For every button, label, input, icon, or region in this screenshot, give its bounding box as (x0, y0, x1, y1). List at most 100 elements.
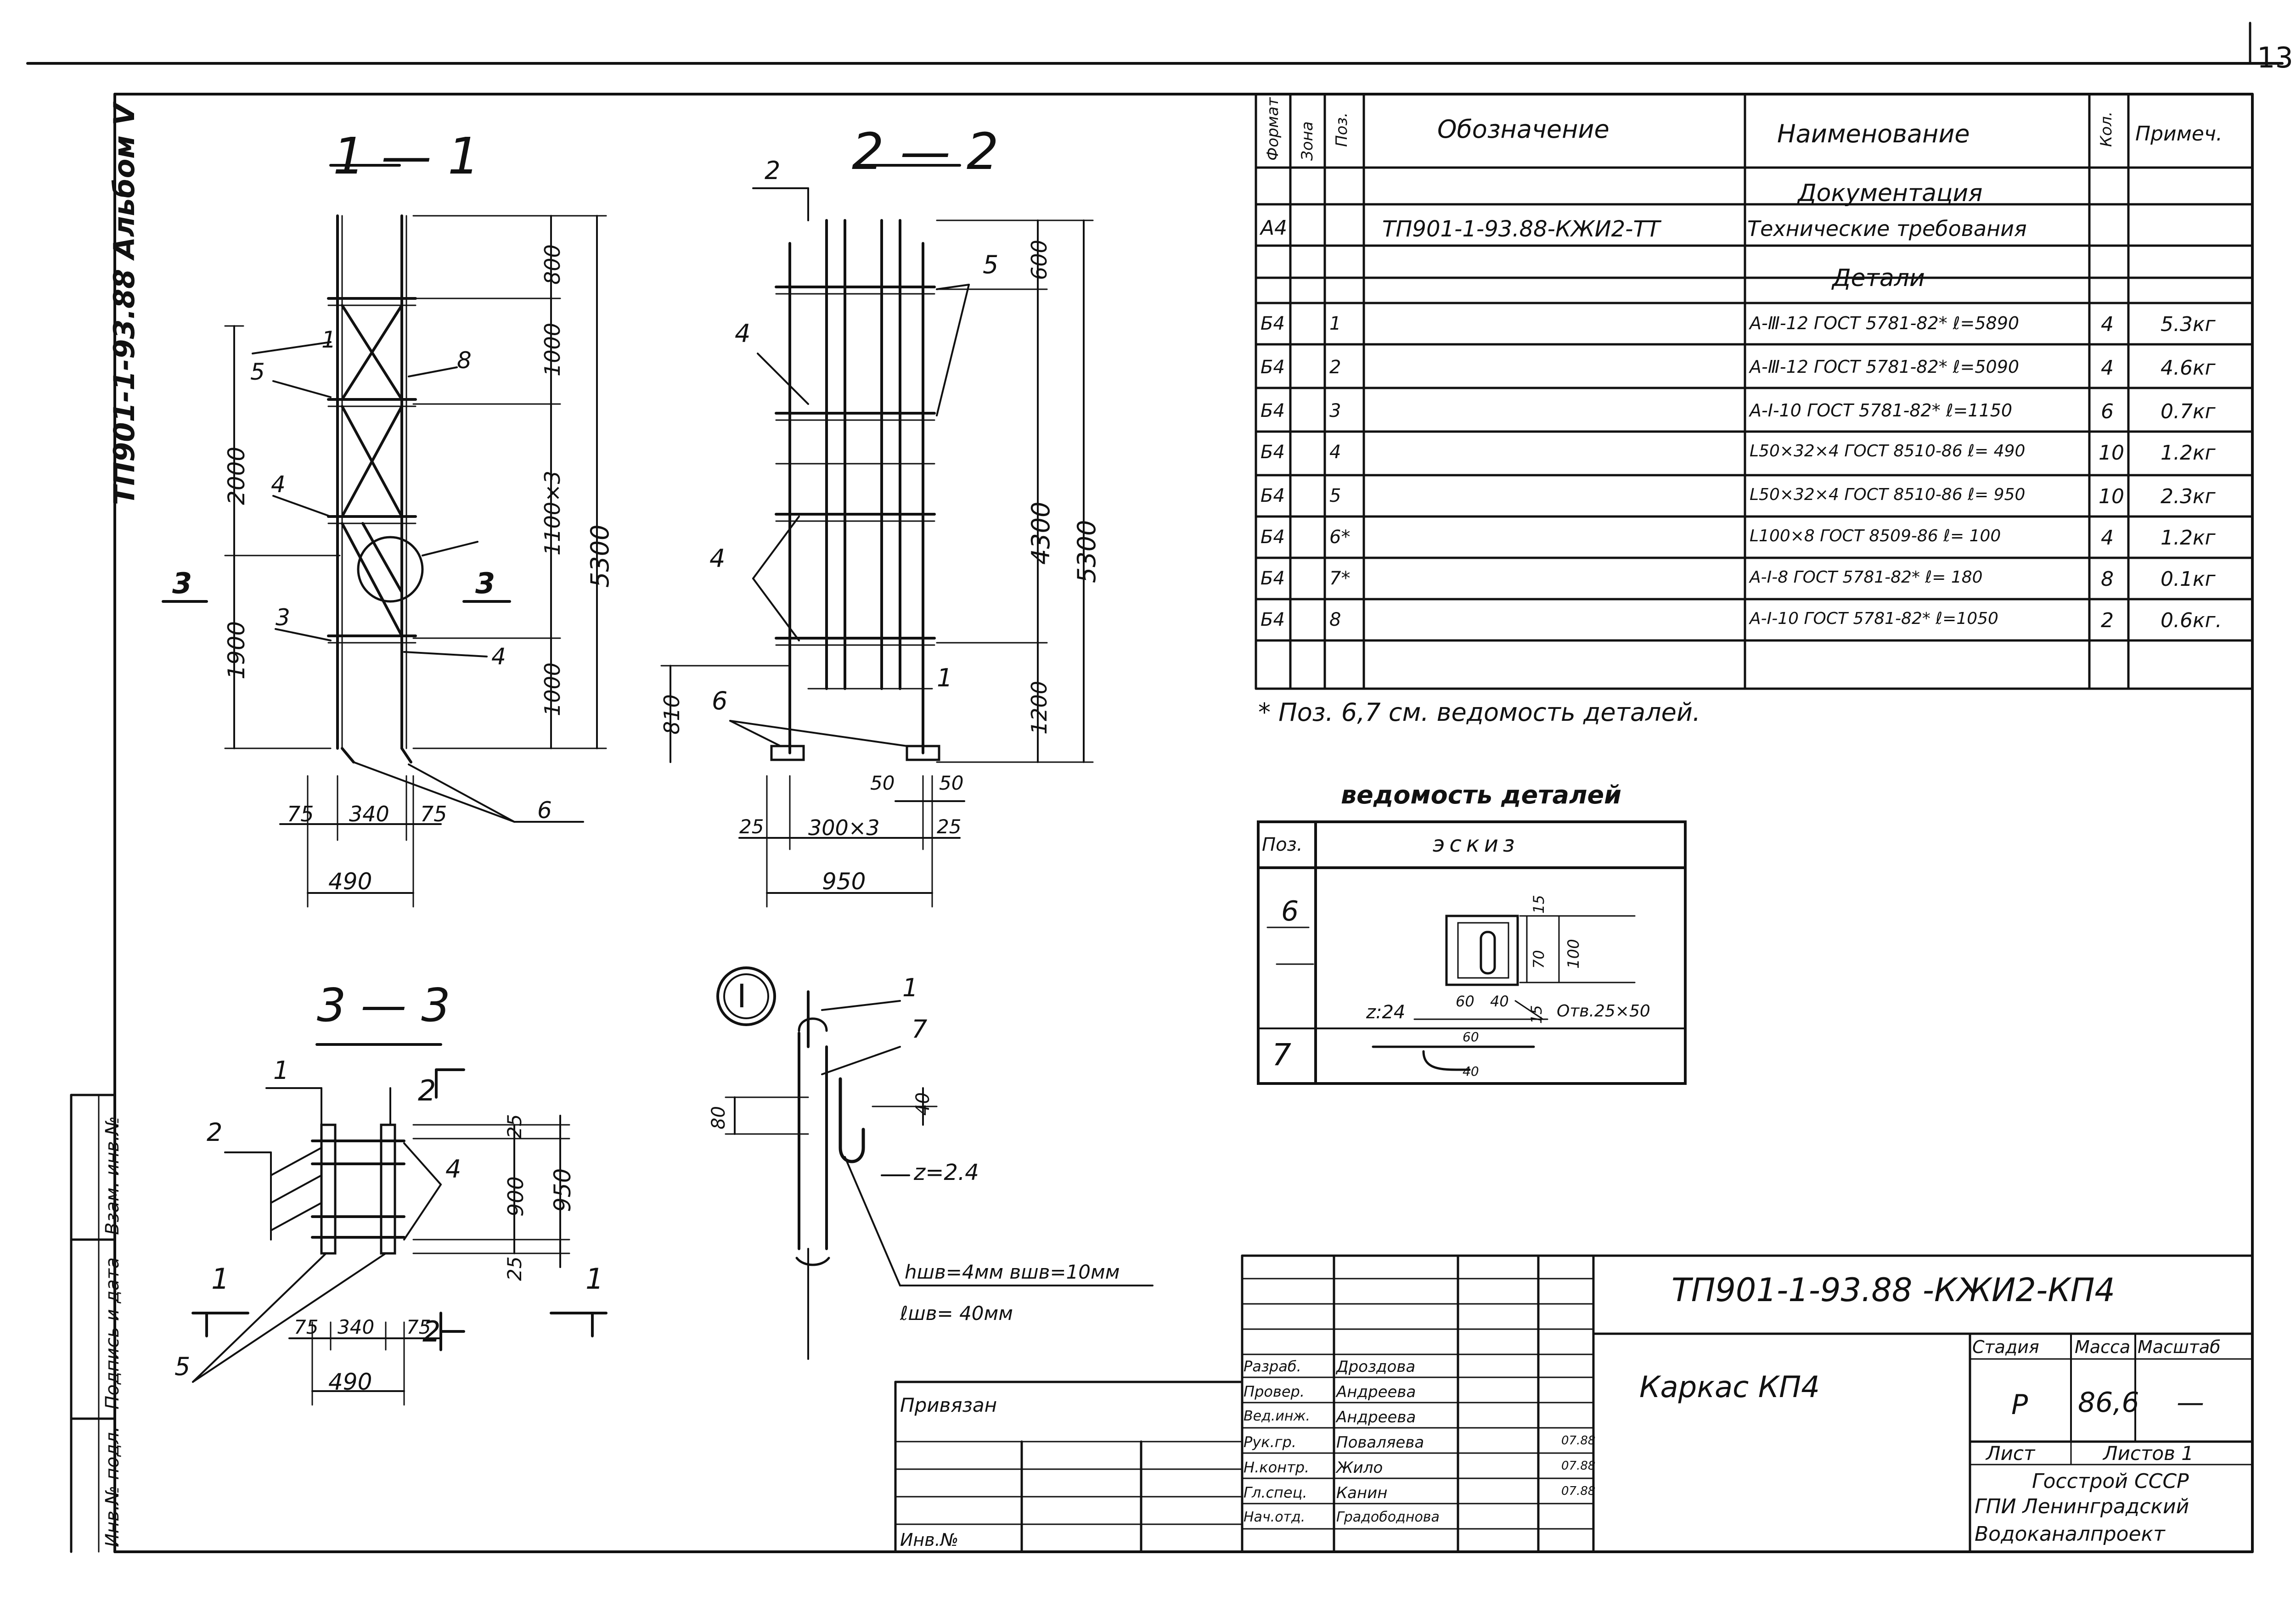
titleblock-person: Андреева (1336, 1408, 1416, 1426)
titleblock-grid (894, 1254, 2254, 1553)
parts-list-header-sketch: эскиз (1433, 831, 1519, 857)
spec-row-note: 0.1кг (2161, 567, 2216, 591)
spec-footnote: * Поз. 6,7 см. ведомость деталей. (1258, 698, 1701, 727)
section-3-3-title: 3 — 3 (317, 978, 450, 1032)
dim-text: 25 (503, 1256, 526, 1281)
spec-row-format: Б4 (1261, 313, 1285, 334)
spec-header-zone: Зона (1298, 121, 1317, 161)
spec-row-name: А-Ⅰ-10 ГОСТ 5781-82* ℓ=1050 (1750, 609, 1998, 628)
spec-row-format: Б4 (1261, 400, 1285, 421)
dim-text: 1100×3 (540, 471, 565, 556)
titleblock-org-1: Госстрой СССР (2032, 1470, 2189, 1493)
dim-text: 40 (912, 1092, 934, 1116)
dim-text: 5300 (585, 524, 614, 588)
margin-stamp-grid (70, 1094, 116, 1553)
parts-list-grid (1257, 820, 1687, 1085)
titleblock-name: Каркас КП4 (1639, 1370, 1820, 1404)
section-mark: 5 (174, 1352, 191, 1381)
titleblock-person: Градободнова (1336, 1509, 1440, 1525)
titleblock-mass-header: Масса (2075, 1337, 2131, 1357)
spec-header-pos: Поз. (1333, 112, 1351, 147)
dim-text: 1000 (540, 662, 565, 716)
dim-text: 5300 (1072, 520, 1101, 583)
dim-text: Отв.25×50 (1557, 1002, 1650, 1021)
detail-mark: 7 (912, 1015, 928, 1044)
titleblock-org-3: Водоканалпроект (1975, 1522, 2165, 1546)
dim-text: 40 (1463, 1064, 1479, 1079)
section-mark: 4 (491, 643, 506, 670)
dim-text: 25 (937, 815, 962, 838)
titleblock-role: Н.контр. (1244, 1459, 1310, 1476)
dim-text: 75 (287, 802, 314, 826)
spec-row-name: L100×8 ГОСТ 8509-86 ℓ= 100 (1750, 527, 2001, 545)
spec-row-name: А-Ⅰ-10 ГОСТ 5781-82* ℓ=1150 (1750, 400, 2013, 421)
spec-row-qty: 4 (2101, 356, 2114, 380)
spec-row-qty: 4 (2101, 526, 2114, 550)
titleblock-role: Провер. (1244, 1383, 1305, 1400)
spec-row-format: Б4 (1261, 357, 1285, 378)
parts-list-pos-7: 7 (1272, 1037, 1291, 1072)
section-1-1-title: 1 — 1 (333, 127, 480, 185)
dim-text: 25 (503, 1114, 526, 1139)
titleblock-date: 07.88 (1561, 1459, 1596, 1473)
dim-text: 1200 (1027, 680, 1052, 735)
section-mark: 6 (537, 797, 552, 824)
titleblock-privyazan: Привязан (900, 1394, 997, 1416)
spec-row-format: Б4 (1261, 527, 1285, 548)
spec-row-format: Б4 (1261, 442, 1285, 463)
dim-text: 340 (338, 1316, 375, 1338)
titleblock-stage-header: Стадия (1972, 1337, 2039, 1357)
dim-text: 25 (739, 815, 764, 838)
spec-row-pos: 8 (1329, 609, 1341, 630)
spec-row-name: А-Ⅰ-8 ГОСТ 5781-82* ℓ= 180 (1750, 568, 1983, 587)
spec-row-format: Б4 (1261, 485, 1285, 506)
dim-text: 340 (349, 802, 389, 826)
titleblock-role: Вед.инж. (1244, 1408, 1310, 1424)
spec-table-grid (1255, 93, 2254, 690)
titleblock-person: Жило (1336, 1459, 1383, 1477)
section-2-2-title: 2 — 2 (852, 122, 999, 181)
section-mark: 8 (457, 347, 472, 374)
parts-list-pos-6: 6 (1281, 895, 1299, 927)
spec-row-note: 4.6кг (2161, 356, 2216, 380)
titleblock-scale-header: Масштаб (2138, 1337, 2221, 1357)
spec-row-qty: 4 (2101, 313, 2114, 336)
dim-text: 100 (1564, 939, 1583, 969)
spec-header-name: Наименование (1777, 119, 1970, 148)
section-mark: 1 (273, 1056, 289, 1085)
section-mark: 1 (211, 1262, 230, 1296)
dim-text: 900 (503, 1176, 528, 1217)
section-mark: 1 (585, 1262, 604, 1296)
section-mark: 1 (321, 326, 336, 353)
dim-text: 800 (540, 244, 565, 285)
spec-row-name: L50×32×4 ГОСТ 8510-86 ℓ= 490 (1750, 442, 2026, 460)
dim-text: 1000 (540, 322, 565, 376)
spec-row-name: L50×32×4 ГОСТ 8510-86 ℓ= 950 (1750, 485, 2026, 504)
section-mark: 2 (422, 1315, 441, 1348)
section-mark: 3 (172, 567, 192, 600)
spec-row-pos: 5 (1329, 485, 1341, 506)
spec-row-qty: 10 (2099, 485, 2124, 508)
dim-text: 75 (420, 802, 447, 826)
spec-row-name: А-Ⅲ-12 ГОСТ 5781-82* ℓ=5890 (1750, 313, 2020, 333)
dim-text: 300×3 (808, 815, 880, 840)
dim-text: 75 (294, 1316, 319, 1338)
spec-header-format: Формат (1264, 97, 1282, 161)
spec-row-pos: 7* (1329, 568, 1351, 589)
dim-text: 15 (1528, 1005, 1545, 1024)
spec-section-parts: Детали (1832, 264, 1925, 292)
dim-text: 75 (406, 1316, 431, 1338)
parts-list-header-pos: Поз. (1262, 834, 1303, 855)
dim-text: 2000 (223, 446, 250, 505)
spec-row-note: 1.2кг (2161, 526, 2216, 550)
titleblock-org-2: ГПИ Ленинградский (1975, 1495, 2189, 1518)
spec-row-note: 0.7кг (2161, 400, 2216, 423)
section-mark: 5 (250, 359, 265, 385)
titleblock-role: Гл.спец. (1244, 1484, 1307, 1501)
detail-i-label: I (737, 977, 747, 1015)
section-mark: 1 (937, 663, 953, 692)
spec-doc-format: А4 (1261, 216, 1288, 240)
parts-list-title: ведомость деталей (1341, 780, 1621, 809)
section-mark: 2 (207, 1118, 223, 1147)
titleblock-role: Рук.гр. (1244, 1433, 1297, 1451)
